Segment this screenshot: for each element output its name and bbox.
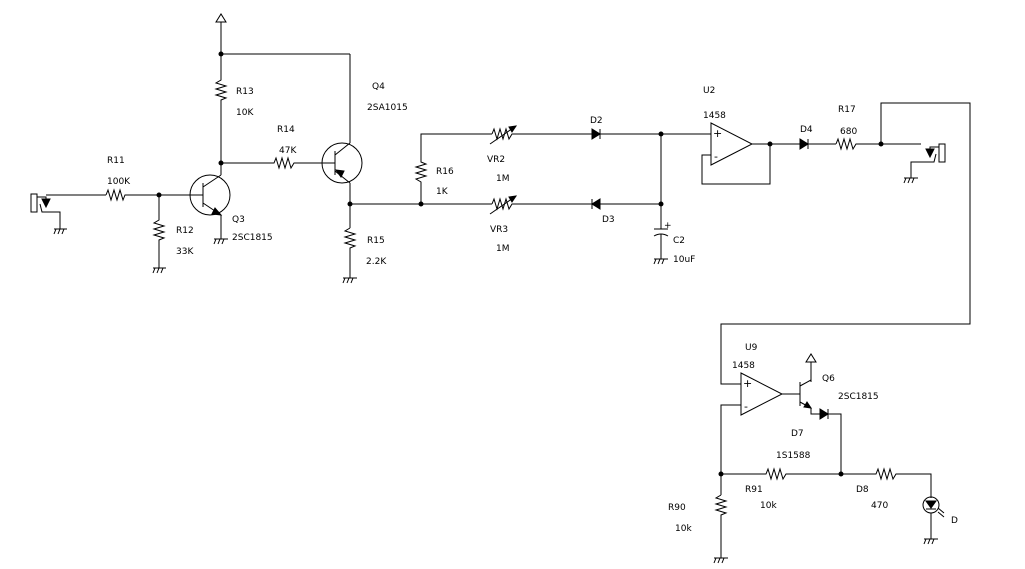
diode-d2 — [591, 128, 661, 140]
ground-symbol — [342, 276, 357, 284]
resistor-r11 — [105, 188, 190, 202]
d8-ref: D8 — [856, 485, 869, 495]
input-jack — [30, 193, 106, 226]
resistor-r91 — [721, 467, 841, 481]
u9-minus-pin: - — [744, 400, 748, 413]
variable-resistor-vr2 — [489, 125, 592, 145]
resistor-r90 — [714, 494, 728, 556]
u9-value: 1458 — [732, 361, 755, 371]
q6-ref: Q6 — [822, 374, 835, 384]
ground-symbol — [903, 176, 918, 184]
vr2-ref: VR2 — [487, 155, 505, 165]
r17-value: 680 — [840, 127, 857, 137]
c2-ref: C2 — [673, 236, 685, 246]
r14-ref: R14 — [277, 125, 295, 135]
r17-ref: R17 — [838, 105, 856, 115]
ground-symbol — [653, 257, 668, 265]
vr3-value: 1M — [496, 244, 510, 254]
diode-d3 — [591, 198, 661, 210]
diode-d7 — [819, 408, 842, 474]
capacitor-c2: + — [653, 221, 672, 257]
resistor-r16 — [414, 133, 492, 204]
transistor-q6 — [799, 379, 820, 415]
resistor-r17 — [835, 137, 921, 151]
u9-ref: U9 — [745, 343, 758, 353]
vr2-value: 1M — [496, 174, 510, 184]
d7-ref: D7 — [791, 429, 804, 439]
ground-symbol — [713, 556, 728, 564]
u9-plus-pin: + — [743, 377, 752, 390]
d7-value: 1S1588 — [776, 451, 811, 461]
c2-value: 10uF — [673, 255, 695, 265]
r91-ref: R91 — [745, 485, 763, 495]
q6-value: 2SC1815 — [838, 392, 879, 402]
ground-symbol — [53, 226, 67, 235]
r16-value: 1K — [436, 187, 449, 197]
u2-plus-pin: + — [713, 127, 722, 140]
variable-resistor-vr3 — [489, 195, 592, 215]
r11-value: 100K — [107, 177, 131, 187]
led-ref: D — [951, 516, 958, 526]
r90-ref: R90 — [668, 503, 686, 513]
opamp-u9 — [720, 372, 800, 495]
r90-value: 10k — [675, 524, 692, 534]
resistor-r12 — [152, 195, 166, 266]
d4-ref: D4 — [800, 125, 813, 135]
r12-value: 33K — [176, 247, 194, 257]
resistor-r13 — [214, 54, 228, 163]
d2-ref: D2 — [590, 116, 603, 126]
r13-ref: R13 — [236, 87, 254, 97]
resistor-d8 — [841, 467, 932, 498]
r15-value: 2.2K — [366, 257, 387, 267]
d8-value: 470 — [871, 501, 888, 511]
diode-d4 — [799, 138, 836, 150]
r16-ref: R16 — [436, 167, 454, 177]
q4-value: 2SA1015 — [367, 103, 408, 113]
wire — [720, 102, 971, 385]
ground-symbol — [213, 237, 228, 245]
q3-ref: Q3 — [232, 215, 245, 225]
transistor-q3 — [189, 163, 231, 237]
r15-ref: R15 — [367, 236, 385, 246]
r13-value: 10K — [236, 108, 254, 118]
ground-symbol — [152, 266, 166, 274]
u2-value: 1458 — [703, 111, 726, 121]
u2-minus-pin: - — [714, 150, 718, 163]
opamp-u2 — [661, 122, 800, 185]
u2-ref: U2 — [703, 86, 715, 96]
junction-dot — [767, 141, 773, 147]
resistor-r14 — [221, 156, 322, 170]
vcc-symbol — [805, 353, 817, 382]
vr3-ref: VR3 — [490, 225, 508, 235]
r91-value: 10k — [760, 501, 777, 511]
transistor-q4 — [321, 54, 363, 228]
d3-ref: D3 — [602, 215, 615, 225]
r11-ref: R11 — [107, 156, 125, 166]
r12-ref: R12 — [176, 226, 194, 236]
led-d — [922, 496, 945, 537]
output-jack — [910, 143, 946, 176]
resistor-r15 — [343, 227, 357, 276]
ground-symbol — [923, 537, 938, 545]
q3-value: 2SC1815 — [232, 233, 273, 243]
q4-ref: Q4 — [372, 82, 385, 92]
r14-value: 47K — [279, 146, 297, 156]
vcc-symbol — [215, 13, 227, 54]
svg-text:+: + — [664, 221, 672, 231]
